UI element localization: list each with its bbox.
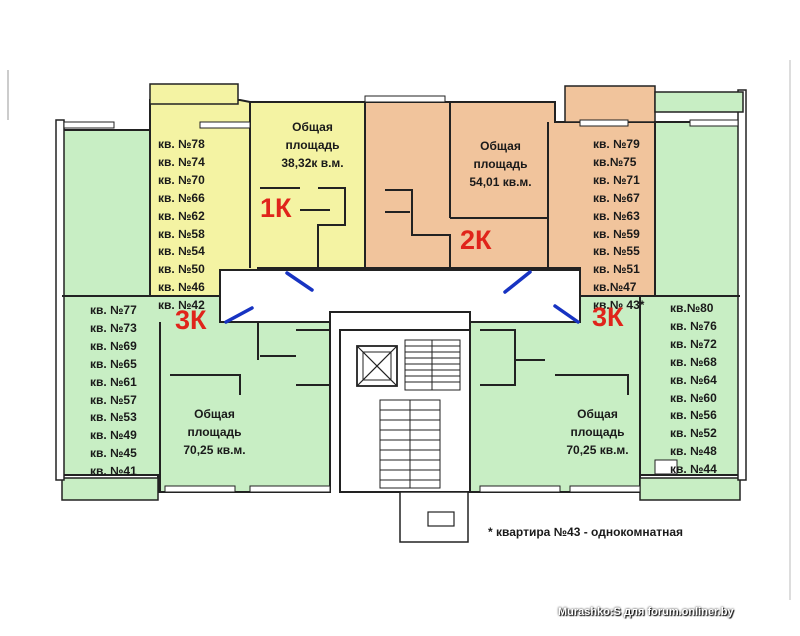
apartment-number: кв. №70 (158, 172, 205, 187)
apartment-number: кв. №77 (90, 303, 137, 317)
apartment-number: кв.№80 (670, 301, 714, 315)
apartment-number: кв. №71 (593, 172, 640, 187)
apartment-number: кв. №61 (90, 374, 137, 389)
interior-walls (159, 102, 641, 492)
apartment-number: кв. №76 (670, 318, 717, 333)
area-1k-value: 38,32к в.м. (281, 156, 344, 170)
area-2k-value: 54,01 кв.м. (469, 175, 532, 189)
apartment-number: кв. №52 (670, 426, 717, 441)
area-3k-right: Общая площадь 70,25 кв.м. (555, 405, 640, 459)
apartment-number: кв. №65 (90, 356, 137, 371)
area-1k-line2: площадь (285, 138, 340, 152)
footnote: * квартира №43 - однокомнатная (488, 525, 684, 539)
apartment-number: кв. №41 (90, 464, 137, 479)
area-3k-left: Общая площадь 70,25 кв.м. (172, 405, 257, 459)
balcony-right (639, 477, 741, 501)
apartment-number: кв. №68 (670, 354, 717, 369)
entrance-door-marks (224, 270, 580, 324)
apartment-number: кв. №74 (158, 154, 205, 169)
apartment-number: кв. №58 (158, 226, 205, 241)
apartment-number: кв. №51 (593, 262, 640, 277)
apartment-number: кв. №60 (670, 390, 717, 405)
area-2k: Общая площадь 54,01 кв.м. (458, 137, 543, 191)
balcony-2k (564, 85, 656, 123)
type-label-3k-right: 3К (592, 302, 624, 332)
apartment-number: кв. №46 (158, 280, 205, 295)
apartment-number: кв. №72 (670, 336, 717, 351)
area-3k-right-value: 70,25 кв.м. (566, 443, 629, 457)
apartment-number: кв. №48 (670, 444, 717, 459)
apartment-list-2k: кв. №79 кв.№75 кв. №71 кв. №67 кв. №63 к… (593, 136, 644, 315)
apartment-number: кв. №54 (158, 244, 205, 259)
type-label-1k: 1К (260, 193, 292, 223)
unit-1k-fill (149, 99, 366, 297)
apartment-number: кв. №56 (670, 408, 717, 423)
balcony-left (61, 477, 159, 501)
apartment-number: кв. №66 (158, 190, 205, 205)
apartment-number: кв. №49 (90, 428, 137, 443)
apartment-number: кв.№47 (593, 280, 637, 295)
apartment-number: кв. №79 (593, 137, 640, 151)
credit-watermark: Murashko:S для forum.onliner.by (558, 606, 734, 618)
area-2k-line1: Общая (480, 139, 521, 153)
apartment-number: кв. №69 (90, 338, 137, 353)
balcony-1k (149, 83, 239, 105)
area-3k-left-line1: Общая (194, 407, 235, 421)
apartment-number: кв.№75 (593, 154, 637, 169)
type-label-2k: 2К (460, 225, 492, 255)
apartment-number: кв. №42 (158, 298, 205, 313)
area-3k-right-line1: Общая (577, 407, 618, 421)
apartment-number: кв. №67 (593, 190, 640, 205)
corridor (219, 269, 581, 323)
apartment-list-3k-right: кв.№80 кв. №76 кв. №72 кв. №68 кв. №64 к… (670, 300, 717, 479)
stair-treads (379, 339, 461, 489)
apartment-number: кв. №62 (158, 208, 205, 223)
type-label-3k-left: 3К (175, 305, 207, 335)
apartment-number: кв. №50 (158, 262, 205, 277)
apartment-number: кв. №78 (158, 137, 205, 151)
apartment-number: кв. №44 (670, 462, 717, 477)
apartment-number: кв. №63 (593, 208, 640, 223)
apartment-list-1k: кв. №78 кв. №74 кв. №70 кв. №66 кв. №62 … (158, 136, 205, 315)
area-3k-right-line2: площадь (570, 425, 625, 439)
area-3k-left-line2: площадь (187, 425, 242, 439)
apartment-number: кв. №73 (90, 320, 137, 335)
apartment-number: кв. №53 (90, 410, 137, 425)
area-1k-line1: Общая (292, 120, 333, 134)
windows (63, 95, 739, 493)
apartment-number: кв. №57 (90, 392, 137, 407)
area-3k-left-value: 70,25 кв.м. (183, 443, 246, 457)
apartment-list-3k-left: кв. №77 кв. №73 кв. №69 кв. №65 кв. №61 … (90, 302, 137, 481)
apartment-number: кв. №59 (593, 226, 640, 241)
apartment-number: кв. №45 (90, 446, 137, 461)
area-2k-line2: площадь (473, 157, 528, 171)
apartment-number: кв. №55 (593, 244, 640, 259)
area-1k: Общая площадь 38,32к в.м. (270, 118, 355, 172)
apartment-number: кв.№ 43* (593, 298, 645, 313)
apartment-number: кв. №64 (670, 372, 717, 387)
